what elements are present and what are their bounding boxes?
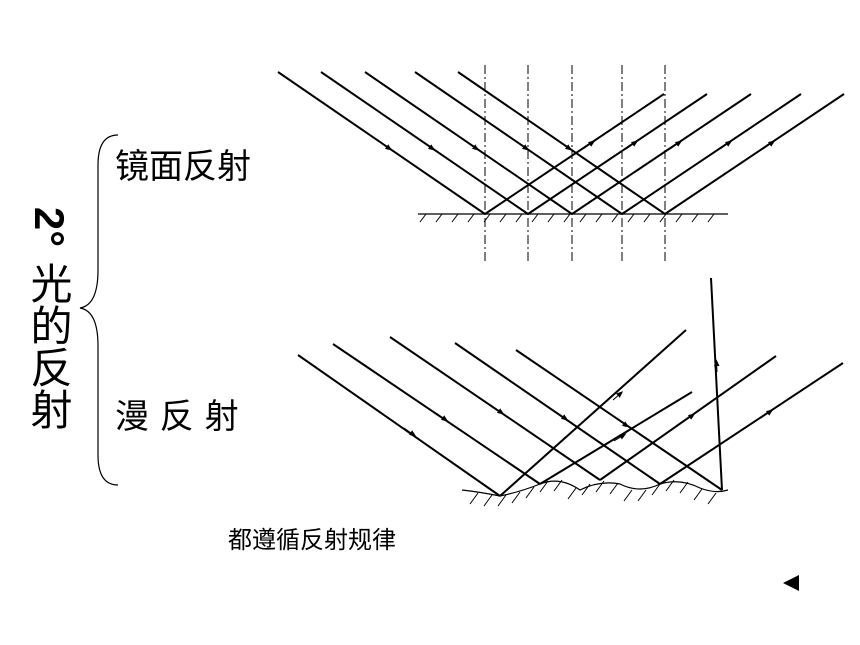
diffuse-reflected-rays <box>499 277 844 497</box>
normals <box>484 65 666 262</box>
incident-arrows <box>379 141 573 151</box>
back-triangle-icon <box>783 575 799 591</box>
reflected-arrows <box>582 140 776 150</box>
diffuse-incident-arrows <box>403 405 630 437</box>
rough-surface <box>461 480 729 497</box>
mirror-hatch <box>419 213 715 223</box>
label-diffuse-reflection: 漫 反 射 <box>115 397 239 437</box>
slide-title: 2° 光的反射 <box>18 196 78 430</box>
rough-hatch <box>469 479 717 507</box>
diffuse-diagram <box>297 277 844 507</box>
label-specular-reflection: 镜面反射 <box>115 147 251 187</box>
diffuse-incident-rays <box>297 336 723 497</box>
reflected-rays <box>484 93 845 215</box>
caption-reflection-law: 都遵循反射规律 <box>228 526 396 554</box>
diffuse-reflected-arrows <box>612 359 774 442</box>
specular-diagram <box>277 65 845 262</box>
incident-rays <box>277 71 666 215</box>
brace <box>79 134 119 486</box>
title-text: 光的反射 <box>24 262 73 430</box>
